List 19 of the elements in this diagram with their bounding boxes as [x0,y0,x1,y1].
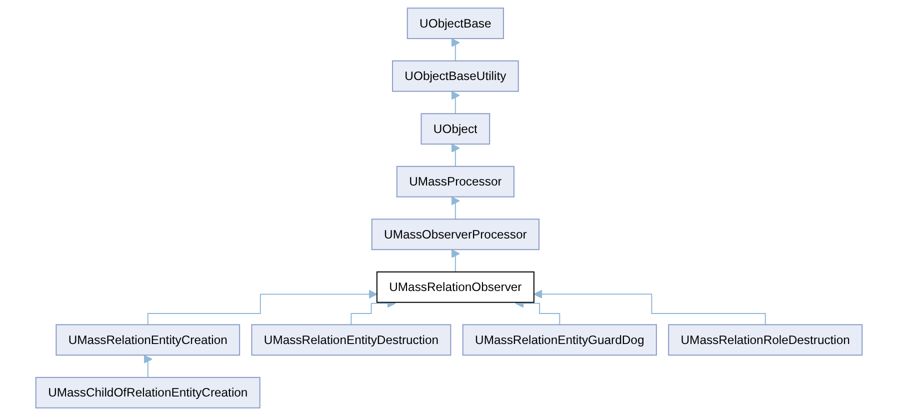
node-box: UMassRelationEntityCreation [56,324,240,356]
arrow [147,290,378,326]
node-box: UMassProcessor [396,166,514,198]
node-box: UMassRelationEntityDestruction [251,324,452,356]
arrow [450,90,460,114]
arrow [450,144,460,167]
arrow [450,196,460,220]
arrow [143,354,152,378]
arrow [450,38,460,62]
node-box: UObject [420,113,490,145]
node-box: UMassObserverProcessor [371,218,540,250]
node-box: UObjectBaseUtility [392,60,519,92]
node-box: UMassRelationEntityGuardDog [462,324,657,356]
node-box: UObjectBase [406,8,504,40]
node-box: UMassRelationRoleDestruction [668,324,863,356]
arrow [450,249,460,272]
node-box: UMassRelationObserver [376,271,534,303]
node-box: UMassChildOfRelationEntityCreation [35,376,260,408]
arrow [534,290,766,326]
